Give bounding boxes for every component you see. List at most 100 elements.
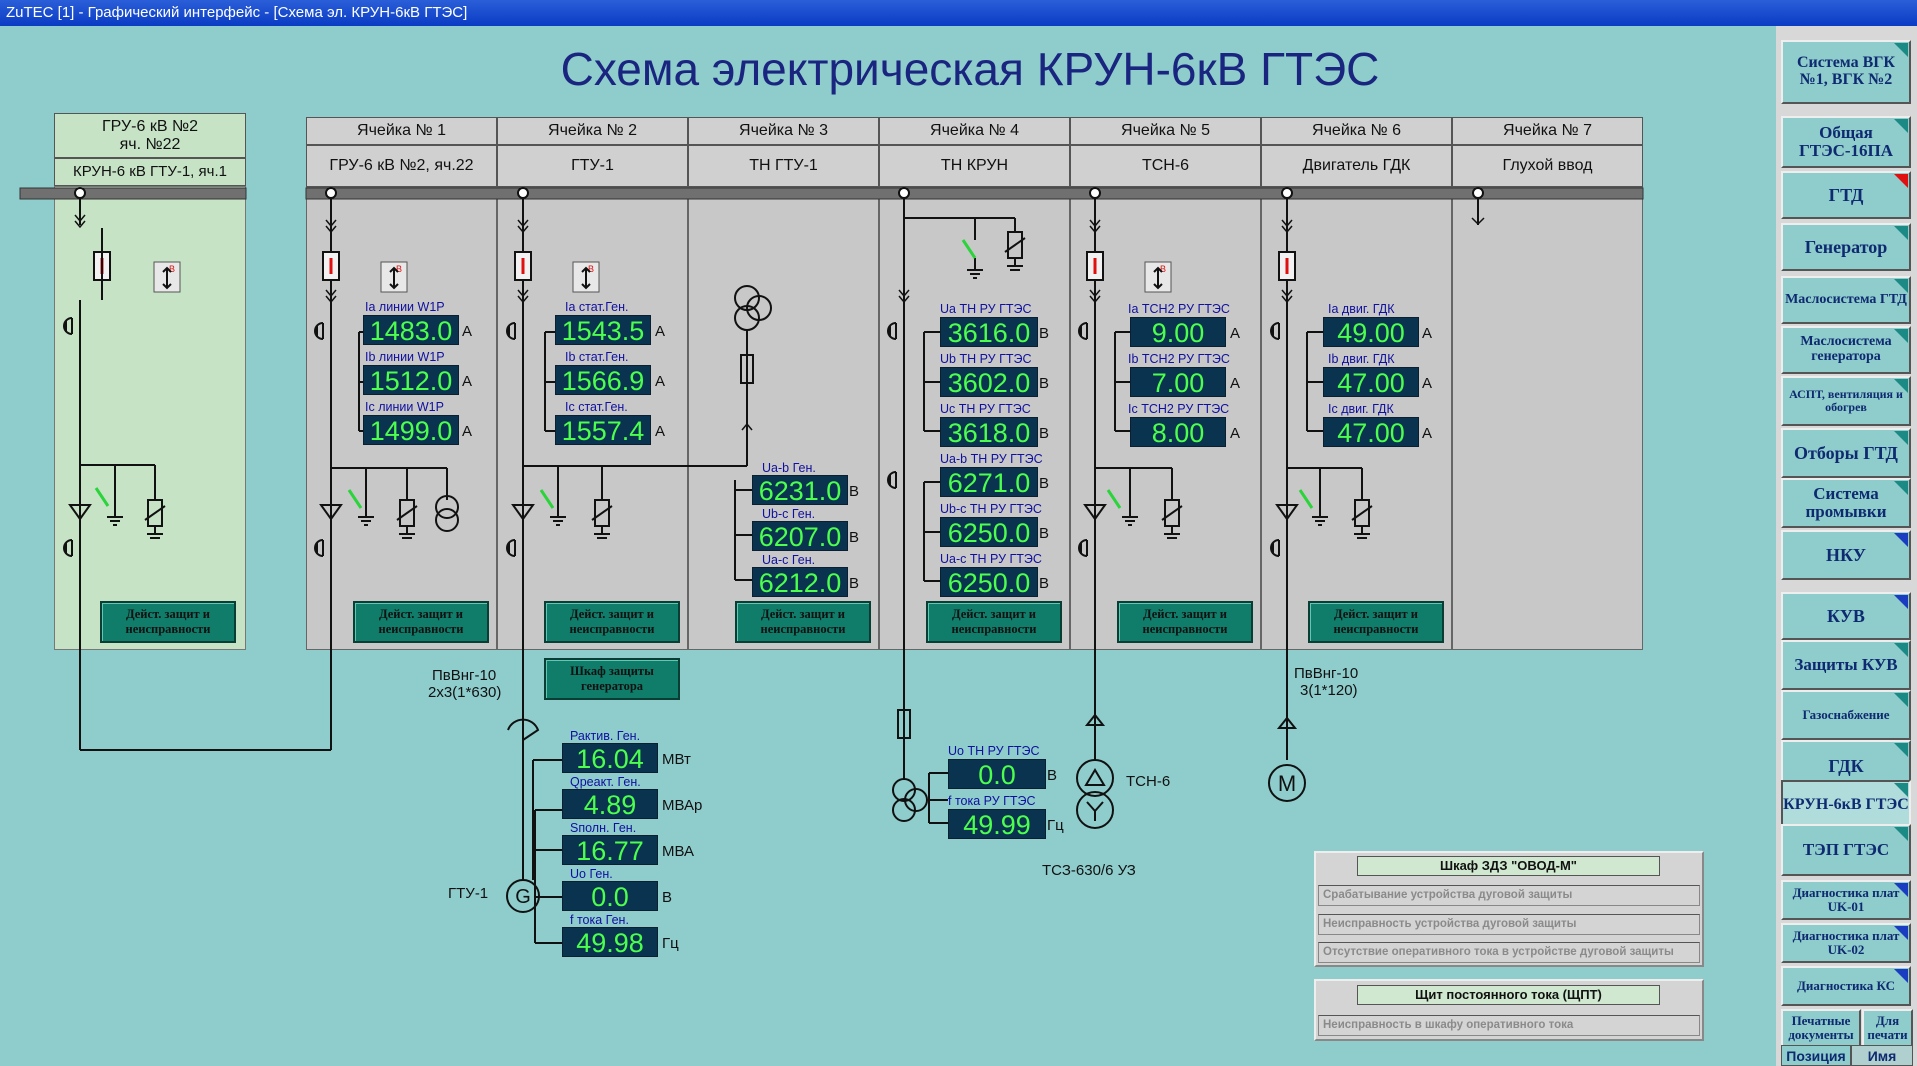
cell2-label-0: Ia стат.Ген.: [565, 300, 629, 314]
cell4-value-4: 6250.0: [940, 517, 1038, 548]
cell4-label-2: Uc ТН РУ ГТЭС: [940, 402, 1031, 416]
disconnector-icon: [517, 219, 529, 234]
cell2-unit-0: А: [655, 323, 666, 340]
left-gru-subtitle: КРУН-6 кВ ГТУ-1, яч.1: [54, 158, 246, 186]
nav-button-label: АСПТ, вентиляция и обогрев: [1789, 387, 1903, 414]
print-documents-button[interactable]: Печатные документы: [1781, 1009, 1861, 1047]
cell-protect-button-6[interactable]: Дейст. защит и неисправности: [1308, 601, 1444, 643]
bus-tap: [1089, 187, 1101, 199]
earth-switch-green: [1298, 489, 1314, 509]
gen-label-4: f тока Ген.: [570, 913, 629, 927]
nav-marker-icon: [1894, 743, 1908, 757]
nav-button-label: Диагностика плат UK-01: [1792, 885, 1900, 914]
nav-button-label: Генератор: [1804, 236, 1888, 257]
cell4-value-1: 3602.0: [940, 367, 1038, 398]
left-gru-line1: ГРУ-6 кВ №2: [102, 118, 198, 135]
nav-button-label: Система промывки: [1805, 484, 1887, 521]
shpt-item-0: Неисправность в шкафу оперативного тока: [1318, 1015, 1700, 1036]
tnru-label-1: f тока РУ ГТЭС: [948, 794, 1036, 808]
nav-button-label: Маслосистема ГТД: [1785, 291, 1907, 307]
generator-protect-button[interactable]: Шкаф защиты генератора: [544, 658, 680, 700]
earth-icon: [1312, 505, 1328, 526]
tab-name[interactable]: Имя: [1851, 1045, 1913, 1066]
bus-tap: [1281, 187, 1293, 199]
nav-button-11[interactable]: Защиты КУВ: [1781, 640, 1911, 690]
nav-marker-icon: [1894, 329, 1908, 343]
nav-button-5[interactable]: Маслосистема генератора: [1781, 326, 1911, 374]
nav-marker-icon: [1894, 827, 1908, 841]
cell-header-4: Ячейка № 4: [879, 117, 1070, 145]
cell-protect-button-5[interactable]: Дейст. защит и неисправности: [1117, 601, 1253, 643]
shpt-title: Щит постоянного тока (ЩПТ): [1357, 985, 1660, 1005]
zdz-item-0: Срабатывание устройства дуговой защиты: [1318, 885, 1700, 906]
nav-marker-icon: [1894, 174, 1908, 188]
nav-button-1[interactable]: Общая ГТЭС-16ПА: [1781, 116, 1911, 168]
cell-protect-button-2[interactable]: Дейст. защит и неисправности: [544, 601, 680, 643]
cell2-value-0: 1543.5: [555, 315, 651, 346]
nav-button-15[interactable]: ТЭП ГТЭС: [1781, 824, 1911, 876]
cell5-unit-1: А: [1230, 375, 1241, 392]
current-transformer-icon: [1270, 322, 1280, 340]
cell2-label-2: Ic стат.Ген.: [565, 400, 628, 414]
arrow-up-icon: [1084, 713, 1106, 726]
tnru-unit-1: Гц: [1047, 817, 1064, 834]
nav-button-16[interactable]: Диагностика плат UK-01: [1781, 880, 1911, 920]
arrester-icon: [511, 504, 535, 521]
nav-button-label: КРУН-6кВ ГТЭС: [1783, 795, 1909, 813]
cell-header-6: Ячейка № 6: [1261, 117, 1452, 145]
nav-button-8[interactable]: Система промывки: [1781, 478, 1911, 528]
nav-marker-icon: [1894, 279, 1908, 293]
nav-button-2[interactable]: ГТД: [1781, 171, 1911, 219]
cell-protect-button-3[interactable]: Дейст. защит и неисправности: [735, 601, 871, 643]
tab-position[interactable]: Позиция: [1781, 1045, 1851, 1066]
nav-button-10[interactable]: КУВ: [1781, 592, 1911, 640]
earth-icon: [147, 526, 163, 539]
nav-button-14[interactable]: КРУН-6кВ ГТЭС: [1781, 780, 1911, 830]
fuse-icon: [897, 709, 911, 739]
cell4-label-4: Ub-c ТН РУ ГТЭС: [940, 502, 1042, 516]
earth-switch-green: [94, 487, 110, 507]
for-print-button[interactable]: Для печати: [1862, 1009, 1913, 1047]
cell-name-4: ТН КРУН: [879, 145, 1070, 187]
nav-button-label: КУВ: [1827, 605, 1865, 626]
cell-protect-button-1[interactable]: Дейст. защит и неисправности: [353, 601, 489, 643]
cell3-label-1: Ub-c Ген.: [762, 507, 816, 521]
nav-button-9[interactable]: НКУ: [1781, 530, 1911, 580]
nav-button-4[interactable]: Маслосистема ГТД: [1781, 276, 1911, 324]
status-b-letter: B: [1160, 264, 1166, 274]
current-transformer-icon: [887, 322, 897, 340]
left-protect-button[interactable]: Дейст. защит и неисправности: [100, 601, 236, 643]
nav-button-label: Отборы ГТД: [1794, 442, 1898, 463]
earth-icon: [1007, 258, 1023, 271]
arrester-icon: [1083, 504, 1107, 521]
cell4-unit-2: В: [1039, 425, 1050, 442]
bus-tap: [74, 187, 86, 199]
cell3-value-1: 6207.0: [752, 521, 848, 552]
nav-button-label: Система ВГК №1, ВГК №2: [1796, 54, 1896, 88]
status-b-letter: B: [169, 264, 175, 274]
status-b-letter: B: [588, 264, 594, 274]
cell1-unit-0: А: [462, 323, 473, 340]
arrester-icon: [1275, 504, 1299, 521]
cable-end-icon: [507, 718, 540, 741]
nav-button-18[interactable]: Диагностика КС: [1781, 966, 1911, 1006]
nav-button-3[interactable]: Генератор: [1781, 223, 1911, 271]
current-transformer-icon: [1270, 539, 1280, 557]
nav-marker-icon: [1894, 119, 1908, 133]
nav-button-7[interactable]: Отборы ГТД: [1781, 428, 1911, 478]
generator-name: ГТУ-1: [448, 885, 489, 902]
delta-icon: [1084, 768, 1106, 786]
current-transformer-icon: [1078, 539, 1088, 557]
cell-name-6: Двигатель ГДК: [1261, 145, 1452, 187]
disconnector-icon: [1281, 289, 1293, 304]
nav-button-label: Маслосистема генератора: [1800, 334, 1892, 364]
nav-button-12[interactable]: Газоснабжение: [1781, 690, 1911, 740]
nav-button-17[interactable]: Диагностика плат UK-02: [1781, 923, 1911, 963]
busbar-left: [19, 187, 247, 200]
nav-button-6[interactable]: АСПТ, вентиляция и обогрев: [1781, 376, 1911, 426]
cell3-unit-1: В: [849, 529, 860, 546]
nav-button-0[interactable]: Система ВГК №1, ВГК №2: [1781, 40, 1911, 104]
cell-protect-button-4[interactable]: Дейст. защит и неисправности: [926, 601, 1062, 643]
gen-unit-0: МВт: [662, 751, 691, 768]
status-arrow: [389, 266, 399, 290]
